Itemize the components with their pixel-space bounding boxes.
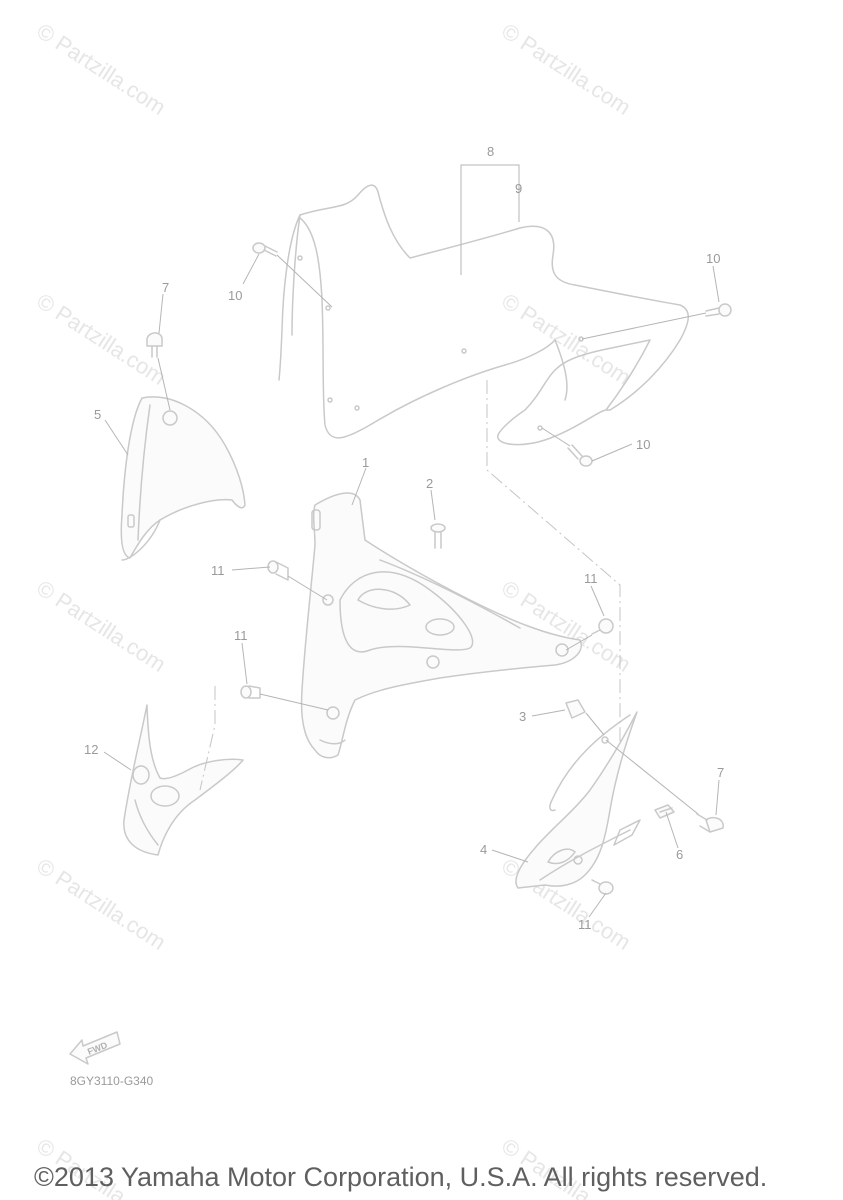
callout-10: 10 bbox=[228, 288, 242, 303]
callout-11: 11 bbox=[584, 571, 598, 586]
left-side-panel-part[interactable] bbox=[120, 396, 246, 561]
callout-8: 8 bbox=[487, 144, 494, 159]
callout-1: 1 bbox=[362, 455, 369, 470]
callout-4: 4 bbox=[480, 842, 487, 857]
cowling-screw-part[interactable] bbox=[430, 523, 446, 549]
callout-5: 5 bbox=[94, 407, 101, 422]
right-side-panel-part[interactable] bbox=[515, 711, 641, 889]
watermark: © Partzilla.com bbox=[32, 18, 170, 120]
watermark: © Partzilla.com bbox=[32, 853, 170, 955]
callout-labels: 8 9 10 10 10 7 5 1 2 11 11 11 12 3 7 6 4… bbox=[84, 144, 724, 932]
rivet-part[interactable] bbox=[605, 739, 724, 833]
windshield-screw-part[interactable] bbox=[581, 303, 732, 340]
rivet-part[interactable] bbox=[146, 293, 171, 411]
callout-11: 11 bbox=[234, 628, 248, 643]
reference-lines bbox=[199, 380, 621, 791]
windshield-part[interactable] bbox=[278, 184, 689, 446]
windshield-screw-part[interactable] bbox=[252, 242, 333, 308]
callout-11: 11 bbox=[578, 917, 592, 932]
callout-7: 7 bbox=[717, 765, 724, 780]
well-nut-part[interactable] bbox=[240, 685, 329, 711]
callout-2: 2 bbox=[426, 476, 433, 491]
callout-12: 12 bbox=[84, 742, 98, 757]
callout-11: 11 bbox=[211, 563, 225, 578]
clip-nut-part[interactable] bbox=[565, 699, 605, 736]
callout-10: 10 bbox=[706, 251, 720, 266]
well-nut-part[interactable] bbox=[591, 879, 614, 895]
callout-7: 7 bbox=[162, 280, 169, 295]
fwd-label: FWD bbox=[86, 1040, 109, 1057]
well-nut-part[interactable] bbox=[565, 618, 614, 651]
bracket-part[interactable] bbox=[654, 804, 675, 819]
callout-leaders bbox=[103, 164, 720, 918]
fwd-arrow-icon: FWD bbox=[69, 1031, 121, 1065]
watermark: © Partzilla.com bbox=[497, 18, 635, 120]
diagram-code: 8GY3110-G340 bbox=[70, 1074, 153, 1088]
well-nut-part[interactable] bbox=[267, 560, 328, 601]
upper-cowling-part[interactable] bbox=[300, 492, 582, 759]
callout-6: 6 bbox=[676, 847, 683, 862]
callout-3: 3 bbox=[519, 709, 526, 724]
watermark: © Partzilla.com bbox=[32, 575, 170, 677]
lower-panel-part[interactable] bbox=[123, 704, 244, 856]
callout-10: 10 bbox=[636, 437, 650, 452]
copyright-notice: ©2013 Yamaha Motor Corporation, U.S.A. A… bbox=[34, 1162, 768, 1192]
callout-9: 9 bbox=[515, 181, 522, 196]
windshield-screw-part[interactable] bbox=[541, 427, 593, 467]
